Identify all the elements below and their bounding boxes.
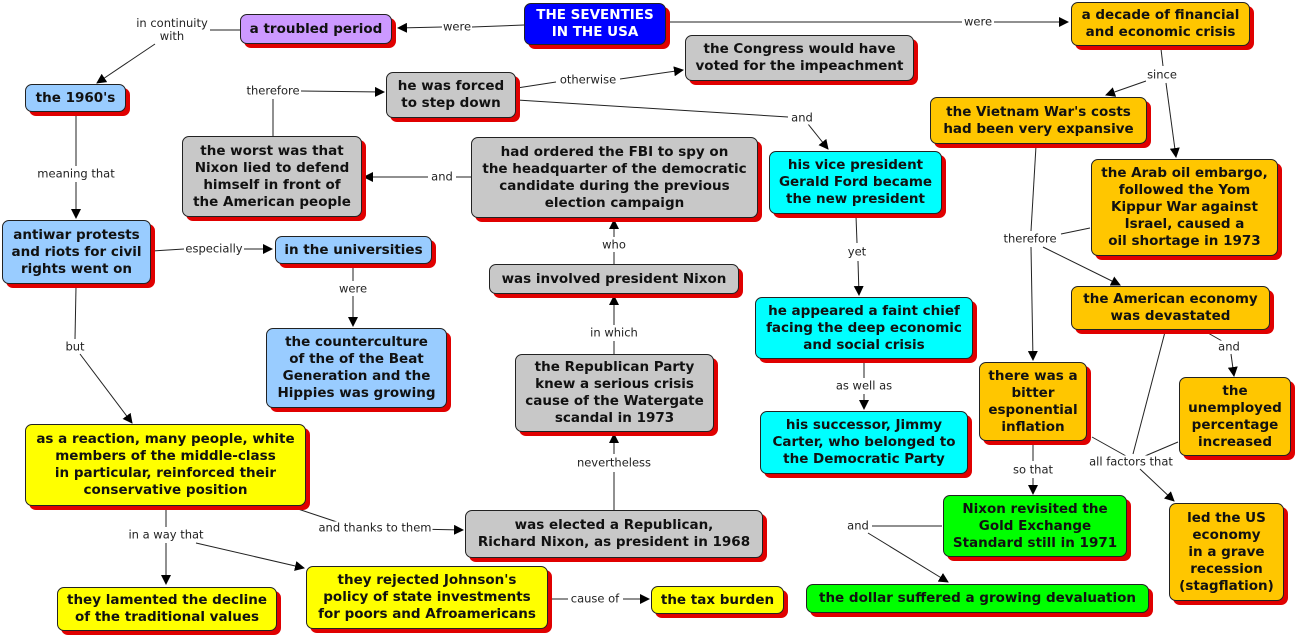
edge-line: [1060, 227, 1091, 235]
edge-arrow: [619, 66, 684, 80]
link-label-were[interactable]: were: [962, 14, 994, 29]
link-label-since[interactable]: since: [1146, 67, 1178, 82]
edge-arrow: [397, 22, 443, 33]
edge-arrow: [1139, 468, 1175, 502]
concept-gold-standard[interactable]: Nixon revisited the Gold Exchange Standa…: [943, 495, 1127, 557]
link-label-but[interactable]: but: [64, 339, 86, 354]
edge-arrow: [195, 542, 305, 571]
edge-arrow: [867, 532, 949, 583]
root-concept[interactable]: THE SEVENTIES IN THE USA: [524, 3, 666, 45]
concept-universities[interactable]: in the universities: [275, 236, 432, 264]
edge-line: [1030, 145, 1037, 232]
link-label-cause-of[interactable]: cause of: [569, 591, 621, 606]
concept-fbi-spy[interactable]: had ordered the FBI to spy on the headqu…: [471, 137, 758, 218]
edge-arrow: [853, 260, 864, 296]
concept-tax-burden[interactable]: the tax burden: [651, 586, 784, 614]
concept-gerald-ford[interactable]: his vice president Gerald Ford became th…: [769, 151, 942, 214]
link-label-so-that[interactable]: so that: [1011, 462, 1055, 477]
edge-line: [1132, 331, 1166, 455]
link-label-and[interactable]: and: [846, 518, 870, 533]
link-label-in-continuity-with[interactable]: in continuity with: [135, 16, 209, 43]
link-label-in-which[interactable]: in which: [589, 325, 639, 340]
edge-arrow: [1227, 353, 1238, 377]
link-label-therefore[interactable]: therefore: [1002, 231, 1058, 246]
link-label-and-thanks-to-them[interactable]: and thanks to them: [317, 520, 433, 535]
concept-arab-oil-embargo[interactable]: the Arab oil embargo, followed the Yom K…: [1091, 159, 1278, 256]
edge-line: [1207, 332, 1223, 342]
concept-recession[interactable]: led the US economy in a grave recession …: [1169, 503, 1284, 601]
link-label-otherwise[interactable]: otherwise: [558, 72, 618, 87]
concept-unemployed[interactable]: the unemployed percentage increased: [1179, 377, 1291, 456]
concept-involved-nixon[interactable]: was involved president Nixon: [489, 264, 739, 294]
link-label-were[interactable]: were: [337, 281, 369, 296]
concept-1960s[interactable]: the 1960's: [25, 84, 126, 112]
link-label-especially[interactable]: especially: [184, 241, 244, 256]
edge-arrow: [807, 123, 829, 150]
link-label-therefore[interactable]: therefore: [245, 83, 301, 98]
concept-inflation[interactable]: there was a bitter esponential inflation: [979, 362, 1087, 441]
edge-line: [855, 215, 858, 244]
edge-arrow: [96, 43, 156, 84]
concept-jimmy-carter[interactable]: his successor, Jimmy Carter, who belonge…: [760, 411, 968, 474]
link-label-in-a-way-that[interactable]: in a way that: [127, 527, 205, 542]
concept-faint-chief[interactable]: he appeared a faint chief facing the dee…: [755, 297, 973, 359]
concept-reaction[interactable]: as a reaction, many people, white member…: [25, 424, 306, 506]
concept-vietnam-costs[interactable]: the Vietnam War's costs had been very ex…: [930, 97, 1147, 144]
link-label-and[interactable]: and: [1217, 339, 1241, 354]
link-label-nevertheless[interactable]: nevertheless: [575, 455, 653, 470]
edge-line: [516, 99, 789, 118]
concept-decade-crisis[interactable]: a decade of financial and economic crisi…: [1071, 2, 1250, 46]
concept-rejected[interactable]: they rejected Johnson's policy of state …: [306, 566, 548, 629]
concept-counterculture[interactable]: the counterculture of the of the Beat Ge…: [266, 328, 447, 408]
edge-arrow: [1105, 80, 1147, 97]
concept-lamented[interactable]: they lamented the decline of the traditi…: [57, 587, 277, 631]
concept-troubled-period[interactable]: a troubled period: [240, 14, 392, 44]
concept-republican-crisis[interactable]: the Republican Party knew a serious cris…: [515, 354, 714, 432]
concept-step-down[interactable]: he was forced to step down: [386, 72, 516, 118]
concept-dollar-devaluation[interactable]: the dollar suffered a growing devaluatio…: [806, 584, 1149, 613]
edge-line: [1091, 436, 1127, 457]
edge-arrow: [1027, 246, 1038, 361]
edge-line: [151, 248, 185, 252]
edge-arrow: [1042, 246, 1121, 286]
edge-line: [294, 507, 338, 523]
edge-arrow: [1165, 82, 1180, 158]
link-label-were[interactable]: were: [441, 19, 473, 34]
concept-elected-nixon[interactable]: was elected a Republican, Richard Nixon,…: [465, 510, 763, 558]
edge-line: [1144, 441, 1179, 457]
link-label-and[interactable]: and: [430, 169, 454, 184]
link-label-who[interactable]: who: [601, 237, 627, 252]
concept-antiwar[interactable]: antiwar protests and riots for civil rig…: [2, 220, 151, 284]
edge-line: [471, 24, 525, 28]
edge-line: [1160, 48, 1164, 67]
link-label-and[interactable]: and: [790, 110, 814, 125]
edge-line: [516, 81, 557, 89]
link-label-yet[interactable]: yet: [846, 244, 868, 259]
link-label-as-well-as[interactable]: as well as: [834, 378, 894, 393]
edge-arrow: [79, 353, 133, 424]
concept-nixon-lied[interactable]: the worst was that Nixon lied to defend …: [182, 136, 362, 217]
edge-line: [74, 286, 77, 340]
link-label-meaning-that[interactable]: meaning that: [36, 166, 116, 181]
link-label-all-factors-that[interactable]: all factors that: [1088, 454, 1174, 469]
edge-arrow: [300, 86, 385, 97]
concept-economy-devastated[interactable]: the American economy was devastated: [1071, 286, 1270, 330]
concept-congress-impeachment[interactable]: the Congress would have voted for the im…: [685, 35, 914, 81]
